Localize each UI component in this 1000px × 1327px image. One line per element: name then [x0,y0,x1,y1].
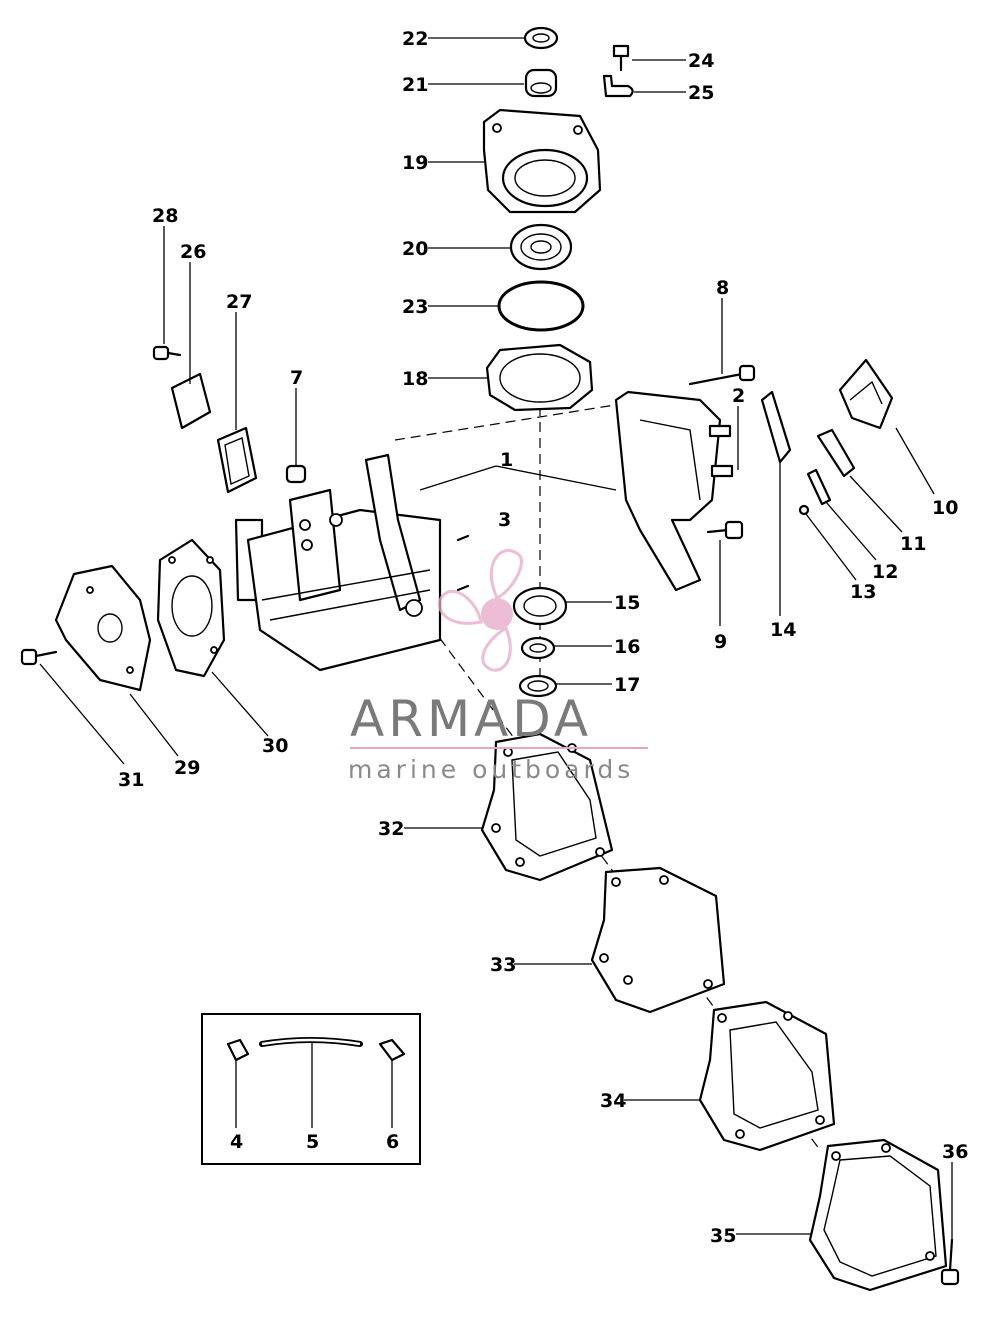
part-7-plug [285,464,307,484]
part-25-bracket [602,74,634,98]
propeller-icon [437,549,523,672]
part-8-bolt [688,364,756,386]
leader-lines [39,37,953,1240]
part-27-gasket [216,426,258,494]
part-34-gasket [698,1000,836,1152]
callout-20: 20 [402,238,428,260]
part-35-end-cover [808,1138,948,1292]
callout-labels: 22 21 19 20 23 18 24 25 28 26 27 7 1 3 8… [118,28,968,1247]
callout-36: 36 [942,1141,968,1163]
callout-4: 4 [230,1131,243,1153]
callout-3: 3 [498,509,511,531]
part-2-housing-cover [614,390,734,592]
callout-34: 34 [600,1090,626,1112]
part-9-bolt [706,520,744,540]
callout-11: 11 [900,533,926,555]
callout-7: 7 [290,367,303,389]
part-23-o-ring [497,280,585,332]
callout-30: 30 [262,735,288,757]
part-14-gasket [760,390,792,464]
part-3-pin [456,534,470,592]
callout-9: 9 [714,631,727,653]
part-15-ball-bearing [512,586,568,626]
part-13-screw [798,504,810,516]
callout-25: 25 [688,82,714,104]
part-29-pump-plate [54,564,152,692]
part-4-fitting [226,1038,250,1062]
part-11-clip [816,428,856,478]
callout-31: 31 [118,769,144,791]
callout-26: 26 [180,241,206,263]
part-5-hose [259,1037,363,1047]
part-17-seal [518,674,558,698]
callout-33: 33 [490,954,516,976]
callout-32: 32 [378,818,404,840]
part-26-cover-plate [170,372,212,430]
callout-35: 35 [710,1225,736,1247]
watermark: ARMADA marine outboards [348,549,648,784]
callout-18: 18 [402,368,428,390]
part-31-bolt [20,648,58,666]
part-1-gearcase-housing [234,453,442,672]
part-16-seal [520,636,556,660]
part-20-ball-bearing [509,223,573,271]
part-28-bolt [152,345,182,361]
inset-box [201,1013,421,1165]
callout-6: 6 [386,1131,399,1153]
callout-17: 17 [614,674,640,696]
part-18-gasket [485,343,594,412]
part-30-gasket [156,538,226,678]
callout-16: 16 [614,636,640,658]
callout-21: 21 [402,74,428,96]
part-32-gasket [480,732,614,882]
part-24-screw [612,44,630,72]
callout-23: 23 [402,296,428,318]
part-6-fitting [378,1038,406,1062]
callout-15: 15 [614,592,640,614]
watermark-brand: ARMADA [350,690,592,748]
callout-24: 24 [688,50,714,72]
part-33-plate [590,866,726,1014]
part-21-needle-bearing [524,68,558,98]
callout-5: 5 [306,1131,319,1153]
callout-12: 12 [872,561,898,583]
part-36-screw [940,1238,960,1286]
callout-8: 8 [716,277,729,299]
callout-1: 1 [500,449,513,471]
callout-29: 29 [174,757,200,779]
callout-28: 28 [152,205,178,227]
callout-2: 2 [732,385,745,407]
callout-13: 13 [850,581,876,603]
part-22-seal [523,26,559,50]
part-12-strap [806,468,832,506]
callout-10: 10 [932,497,958,519]
callout-14: 14 [770,619,796,641]
watermark-tagline: marine outboards [348,755,634,784]
part-10-plate [838,358,894,430]
callout-27: 27 [226,291,252,313]
callout-19: 19 [402,152,428,174]
callout-22: 22 [402,28,428,50]
part-19-bearing-housing [482,108,602,214]
